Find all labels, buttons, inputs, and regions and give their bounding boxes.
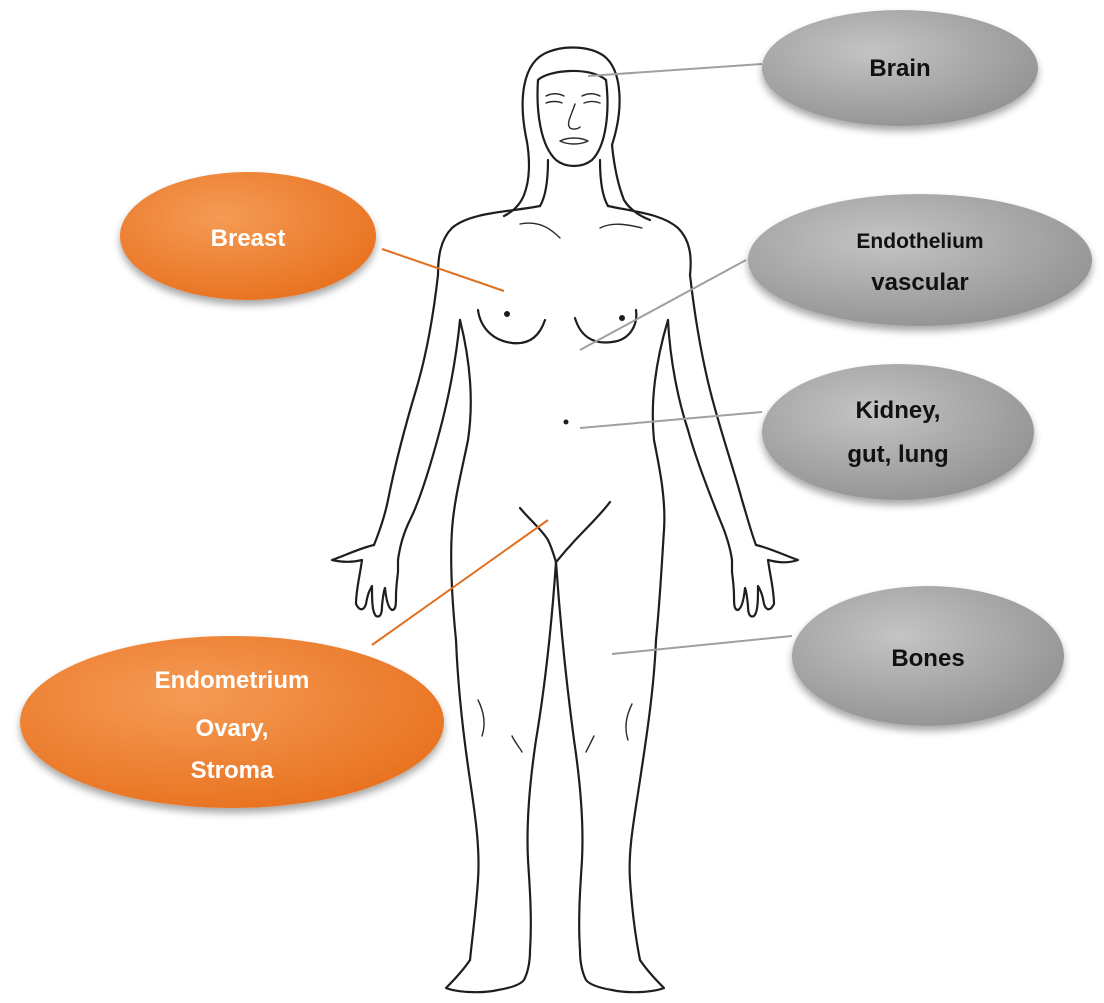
endometrium-connector [372,520,548,645]
label-kidney-line1: Kidney, [856,397,941,424]
label-breast: Breast [120,172,376,300]
label-bones-text: Bones [891,645,964,672]
label-endothelium-line1: Endothelium [856,230,983,253]
bones-connector [612,636,792,654]
label-breast-text: Breast [211,225,286,252]
label-bones: Bones [792,586,1064,726]
label-endometrium-line2: Ovary, [196,715,269,742]
label-endometrium: Endometrium Ovary, Stroma [20,636,444,808]
label-endometrium-line3: Stroma [191,757,274,784]
kidney-connector [580,412,762,428]
label-kidney-line2: gut, lung [847,441,948,468]
label-endometrium-line1: Endometrium [155,667,310,694]
label-brain: Brain [762,10,1038,126]
label-endothelium-line2: vascular [871,269,968,296]
label-endothelium: Endothelium vascular [748,194,1092,326]
label-kidney: Kidney, gut, lung [762,364,1034,500]
label-brain-text: Brain [869,55,930,82]
connector-lines [372,64,792,654]
breast-connector [382,249,504,291]
female-body-outline [332,47,798,992]
